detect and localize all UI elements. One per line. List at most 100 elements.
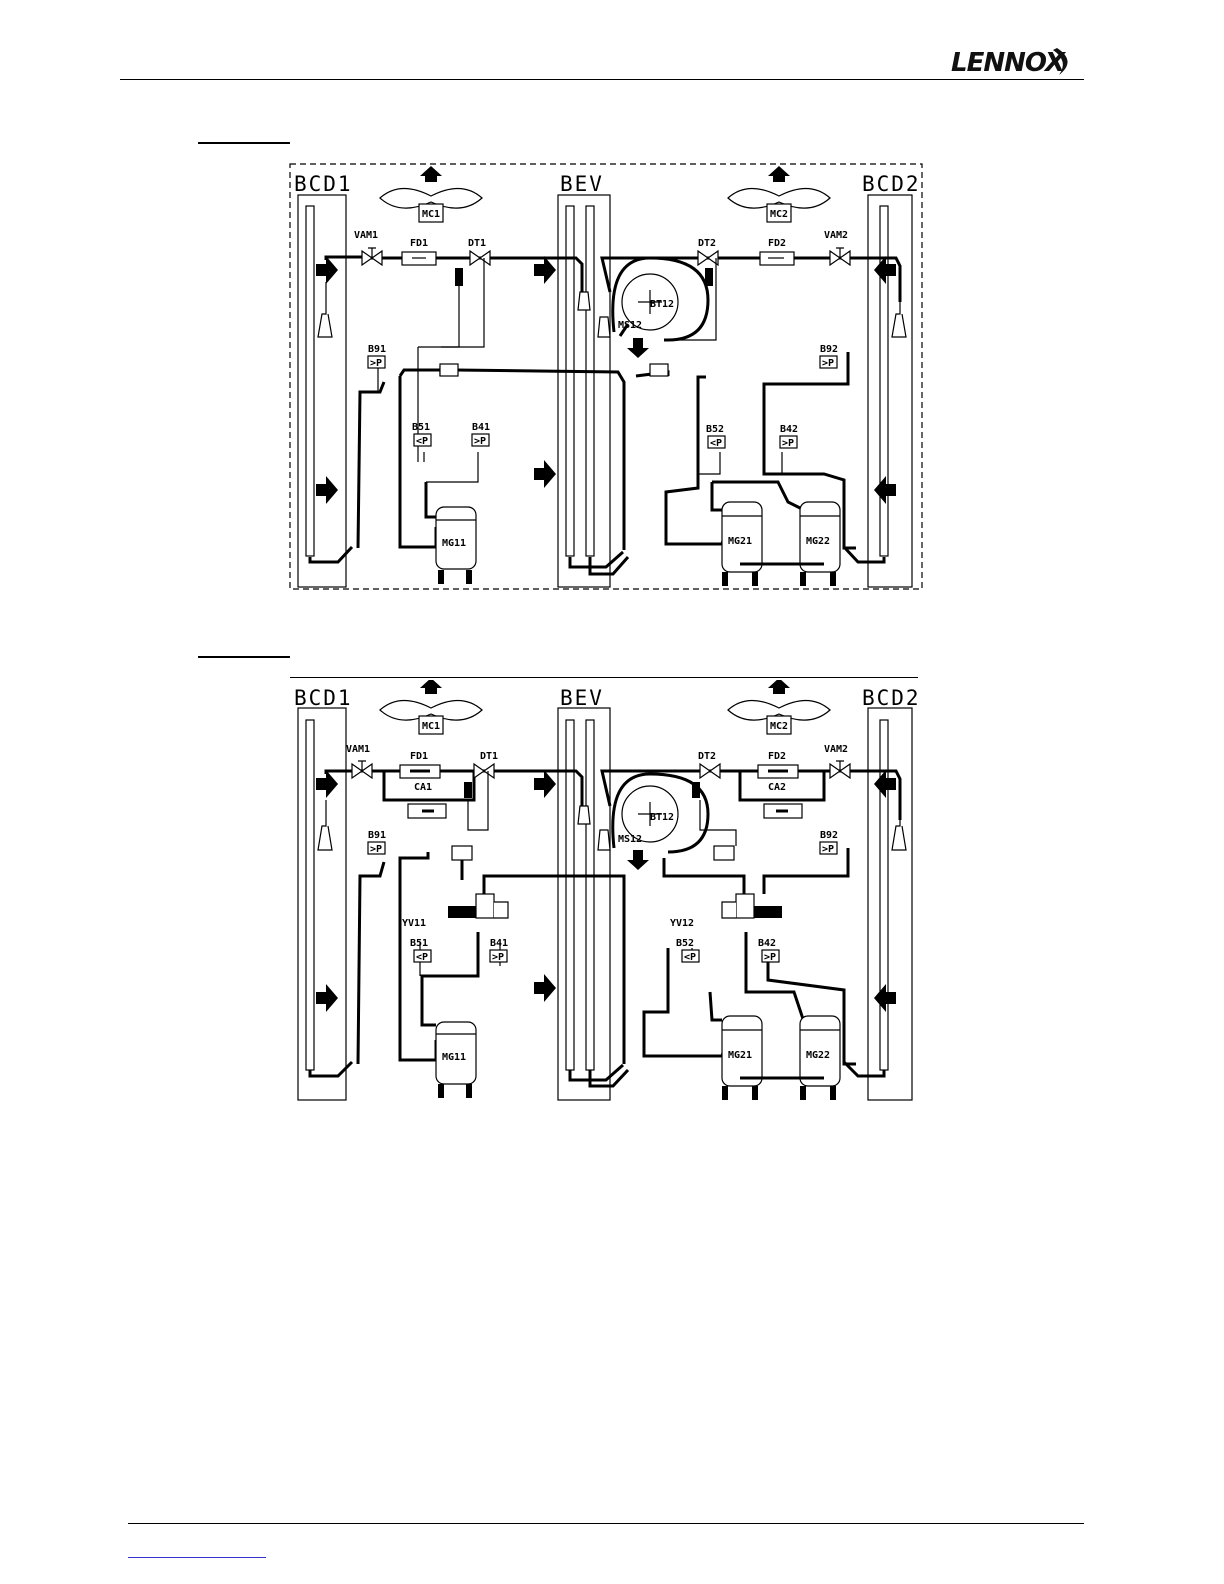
svg-text:B51: B51: [412, 422, 430, 433]
sensor-b42: B42 >P: [780, 424, 798, 449]
coil-label-left: BCD1: [294, 686, 353, 710]
heat-exchanger-right: [714, 846, 734, 860]
svg-text:YV12: YV12: [670, 918, 694, 929]
svg-text:B42: B42: [780, 424, 798, 435]
coil-label-right: BCD2: [862, 686, 921, 710]
fan-motor-label-left: MC1: [422, 721, 440, 732]
sensor-b52: B52 <P: [676, 938, 699, 963]
fan-left: MC1: [380, 680, 482, 734]
svg-text:MG21: MG21: [728, 1050, 752, 1061]
coil-label-right: BCD2: [862, 172, 921, 196]
svg-text:B51: B51: [410, 938, 428, 949]
svg-text:FD2: FD2: [768, 238, 786, 249]
blower-sensor-label: BT12: [650, 812, 674, 823]
svg-text:DT2: DT2: [698, 751, 716, 762]
header-rule: [120, 79, 1084, 80]
sensor-b41: B41 >P: [472, 422, 490, 447]
compressor-right-2: MG22: [800, 1016, 840, 1100]
coil-label-middle: BEV: [560, 172, 604, 196]
svg-text:B52: B52: [706, 424, 724, 435]
sensor-b52: B52 <P: [706, 424, 725, 449]
service-valve-left: VAM1: [346, 744, 372, 778]
footer-rule: [128, 1523, 1084, 1524]
expansion-valve-left: DT1: [441, 238, 490, 347]
expansion-valve-left: DT1: [464, 751, 498, 798]
svg-text:FD1: FD1: [410, 238, 428, 249]
coil-middle: [558, 708, 628, 1100]
fan-motor-label-right: MC2: [770, 209, 788, 220]
compressor-right-1: MG21: [722, 1016, 762, 1100]
filter-drier-right: FD2: [758, 751, 798, 778]
fan-motor-label-left: MC1: [422, 209, 440, 220]
bulb-middle-1: [578, 292, 590, 310]
svg-text:<P: <P: [710, 438, 722, 449]
svg-text:MG22: MG22: [806, 536, 830, 547]
svg-text:DT2: DT2: [698, 238, 716, 249]
svg-text:B92: B92: [820, 344, 838, 355]
service-valve-right: VAM2: [824, 744, 850, 778]
svg-text:FD2: FD2: [768, 751, 786, 762]
svg-text:>P: >P: [822, 844, 834, 855]
svg-text:MG21: MG21: [728, 536, 752, 547]
sensor-b41: B41 >P: [490, 938, 508, 963]
expansion-valve-right: DT2: [692, 751, 720, 798]
svg-text:B52: B52: [676, 938, 694, 949]
heat-exchanger-left: [440, 364, 458, 376]
svg-text:<P: <P: [416, 436, 428, 447]
coil-middle: [558, 195, 628, 587]
coil-label-left: BCD1: [294, 172, 353, 196]
bulb-middle-2: [598, 317, 610, 337]
blower-motor-label: MS12: [618, 320, 642, 331]
coil-right: [844, 708, 912, 1100]
refrigerant-diagram-heatpump: BCD1 BEV BCD2 MC1 MC2: [288, 680, 928, 1105]
svg-text:>P: >P: [474, 436, 486, 447]
svg-text:B42: B42: [758, 938, 776, 949]
blower: BT12 MS12: [613, 258, 708, 358]
svg-text:<P: <P: [684, 952, 696, 963]
sensor-b51: B51 <P: [412, 422, 431, 447]
svg-text:MG22: MG22: [806, 1050, 830, 1061]
svg-text:LENNOX: LENNOX: [951, 48, 1067, 78]
fan-motor-label-right: MC2: [770, 721, 788, 732]
svg-text:CA2: CA2: [768, 782, 786, 793]
compressor-right-2: MG22: [800, 502, 840, 586]
svg-text:B91: B91: [368, 830, 386, 841]
service-valve-right: VAM2: [824, 230, 850, 265]
service-valve-left: VAM1: [354, 230, 382, 265]
svg-text:MG11: MG11: [442, 538, 466, 549]
filter-drier-left: FD1: [402, 238, 436, 265]
svg-text:B91: B91: [368, 344, 386, 355]
coil-right: [844, 195, 912, 587]
svg-text:B41: B41: [490, 938, 508, 949]
svg-text:>P: >P: [764, 952, 776, 963]
fan-right: MC2: [728, 166, 830, 222]
svg-text:DT1: DT1: [468, 238, 486, 249]
sensor-b91: B91 >P: [368, 830, 386, 855]
heat-exchanger-left: [452, 846, 472, 860]
coil-label-middle: BEV: [560, 686, 604, 710]
svg-text:>P: >P: [822, 358, 834, 369]
svg-text:FD1: FD1: [410, 751, 428, 762]
bulb-middle-1: [578, 806, 590, 824]
svg-text:>P: >P: [492, 952, 504, 963]
blower-sensor-label: BT12: [650, 299, 674, 310]
suction-right: [666, 377, 728, 544]
compressor-left: MG11: [436, 507, 476, 584]
svg-text:MG11: MG11: [442, 1052, 466, 1063]
heat-exchanger-right: [650, 364, 668, 376]
svg-text:B92: B92: [820, 830, 838, 841]
compressor-right-1: MG21: [722, 502, 762, 586]
sensor-b92: B92 >P: [820, 830, 838, 855]
svg-text:VAM1: VAM1: [346, 744, 370, 755]
svg-text:DT1: DT1: [480, 751, 498, 762]
svg-text:>P: >P: [370, 358, 382, 369]
section-underline-1: [198, 142, 290, 144]
sensor-b42: B42 >P: [758, 938, 779, 963]
svg-text:VAM2: VAM2: [824, 744, 848, 755]
lennox-logo: LENNOX: [945, 44, 1085, 78]
bulb-middle-2: [598, 830, 610, 850]
svg-text:>P: >P: [370, 844, 382, 855]
svg-text:CA1: CA1: [414, 782, 432, 793]
sensor-b92: B92 >P: [820, 344, 838, 369]
sensor-b51: B51 <P: [410, 938, 431, 963]
